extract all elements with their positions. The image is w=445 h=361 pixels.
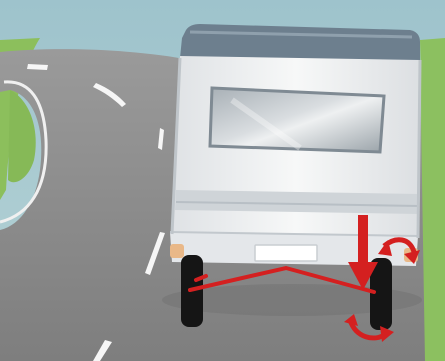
van-roof: [180, 24, 420, 62]
license-plate: [255, 245, 317, 261]
camper-van: [170, 24, 420, 266]
rear-light-left: [170, 244, 184, 258]
